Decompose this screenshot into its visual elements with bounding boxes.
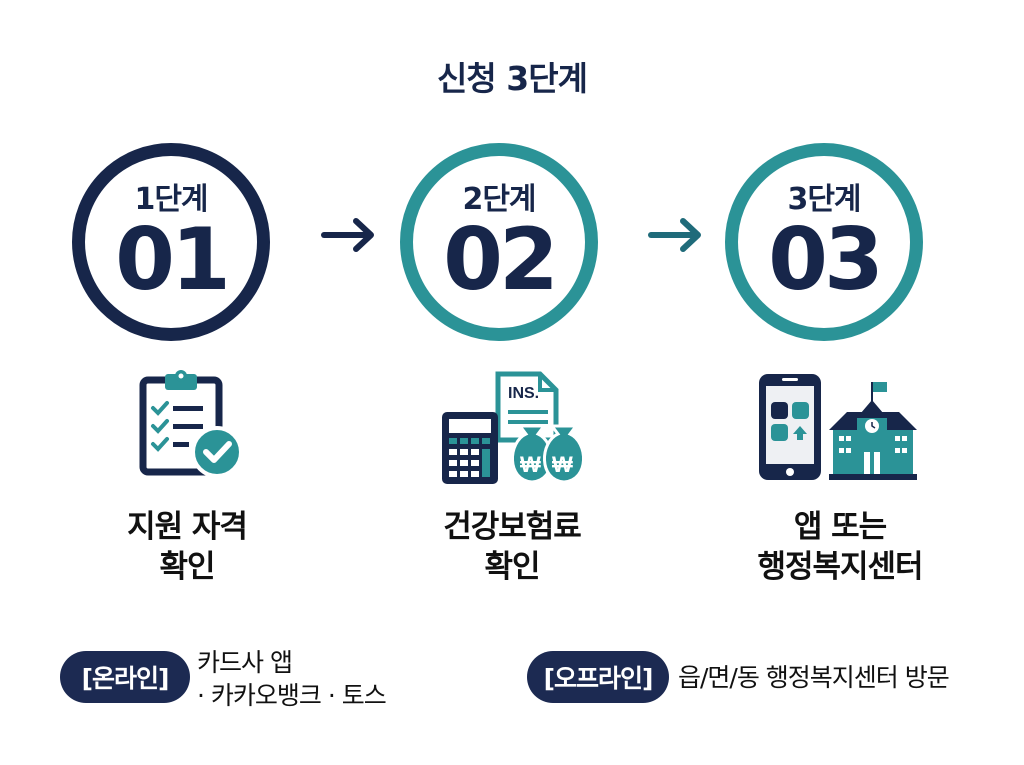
step-1-caption-line2: 확인	[159, 549, 215, 585]
step-2-caption-line1: 건강보험료	[443, 509, 582, 545]
offline-channel: 읍/면/동 행정복지센터 방문	[678, 663, 950, 692]
offline-badge: [오프라인]	[527, 651, 669, 703]
svg-text:₩: ₩	[520, 452, 541, 477]
step-3-label: 3단계	[787, 182, 861, 217]
step-1-caption-line1: 지원 자격	[127, 509, 248, 545]
smartphone-and-building-icon	[759, 374, 917, 480]
step-3-circle: 3단계 03	[725, 143, 923, 341]
page-title: 신청 3단계	[437, 59, 588, 98]
arrow-right-icon	[648, 218, 701, 252]
svg-text:₩: ₩	[552, 452, 573, 477]
step-1-circle: 1단계 01	[72, 143, 270, 341]
online-badge: [온라인]	[60, 651, 190, 703]
step-1-number: 01	[115, 210, 231, 310]
online-channels: 카드사 앱 · 카카오뱅크 · 토스	[197, 646, 387, 712]
step-2-label: 2단계	[462, 182, 536, 217]
clipboard-checklist-icon	[139, 370, 243, 478]
online-channels-line1: 카드사 앱	[197, 648, 293, 677]
step-3-caption-line1: 앱 또는	[793, 509, 887, 545]
step-2-number: 02	[443, 210, 559, 310]
calculator-insurance-money-icon: INS. ₩ ₩	[442, 371, 585, 484]
step-2-caption-line2: 확인	[484, 549, 540, 585]
step-3-caption: 앱 또는 행정복지센터	[710, 507, 970, 587]
online-channels-line2: · 카카오뱅크 · 토스	[197, 681, 387, 710]
svg-text:INS.: INS.	[508, 385, 539, 402]
step-3-caption-line2: 행정복지센터	[757, 549, 923, 585]
step-3-number: 03	[768, 210, 884, 310]
step-2-circle: 2단계 02	[400, 143, 598, 341]
arrow-right-icon	[321, 218, 374, 252]
step-1-label: 1단계	[134, 182, 208, 217]
step-1-caption: 지원 자격 확인	[57, 507, 317, 587]
step-2-caption: 건강보험료 확인	[382, 507, 642, 587]
